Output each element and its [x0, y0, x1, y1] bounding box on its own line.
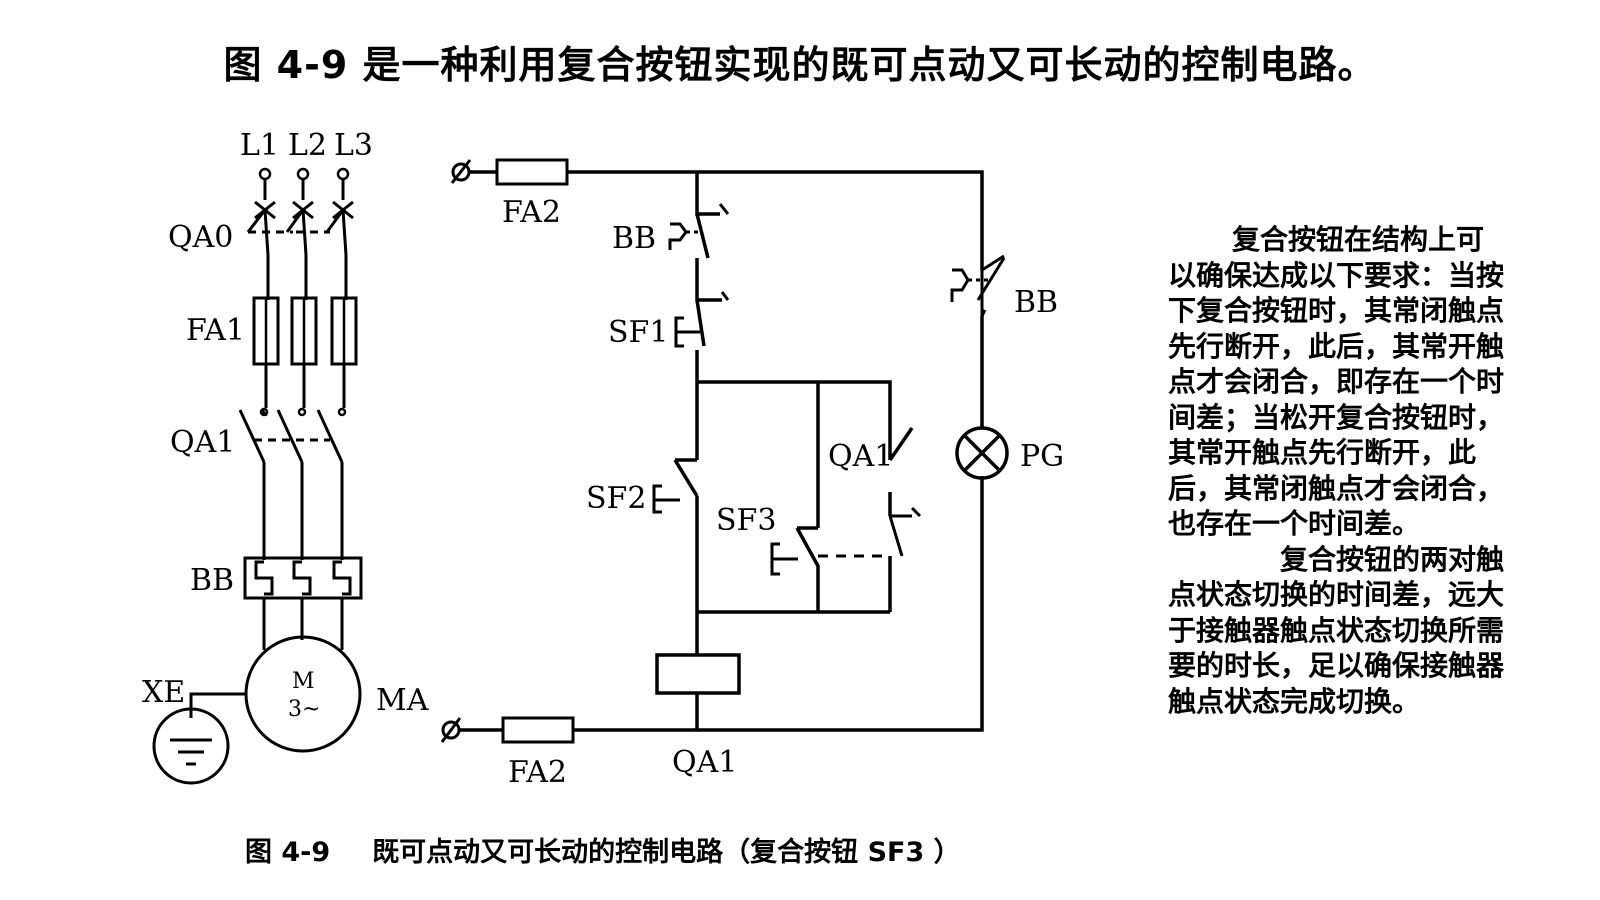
description-text: 复合按钮在结构上可以确保达成以下要求：当按下复合按钮时，其常闭触点先行断开，此后… [1168, 222, 1508, 719]
label-pg: PG [1020, 439, 1064, 474]
contactor-qa1-main [238, 407, 347, 560]
label-ma: MA [376, 683, 429, 718]
label-fa2-bottom: FA2 [508, 755, 567, 790]
label-fa2-top: FA2 [502, 195, 561, 230]
fuse-fa2-bottom [501, 716, 575, 744]
terminal-l3 [336, 167, 350, 181]
breaker-qa0 [246, 200, 354, 300]
label-fa1: FA1 [186, 313, 245, 348]
label-qa0: QA0 [168, 220, 233, 255]
thermal-relay-bb [243, 556, 363, 650]
description-paragraph-1: 复合按钮在结构上可以确保达成以下要求：当按下复合按钮时，其常闭触点先行断开，此后… [1168, 223, 1505, 540]
label-l1: L1 [240, 128, 279, 163]
sf2-symbol [652, 484, 680, 514]
sf3-symbol [770, 542, 798, 576]
page-title: 图 4-9 是一种利用复合按钮实现的既可点动又可长动的控制电路。 [223, 43, 1377, 87]
label-qa1-coil: QA1 [672, 745, 737, 780]
label-bb-right: BB [1014, 285, 1058, 320]
caption-text: 既可点动又可长动的控制电路（复合按钮 SF3 ） [372, 837, 961, 868]
fuse-fa2-top [495, 158, 569, 186]
terminal-l2 [296, 167, 310, 181]
lamp-pg [955, 426, 1009, 480]
terminal-l1 [258, 167, 272, 181]
figure-caption: 图 4-9 既可点动又可长动的控制电路（复合按钮 SF3 ） [245, 830, 961, 869]
bb-ctrl-symbol [668, 222, 688, 250]
caption-label: 图 4-9 [245, 837, 331, 868]
motor-m-label: M [292, 669, 315, 694]
motor-phase-label: 3~ [288, 697, 320, 722]
bb-right-symbol [950, 268, 970, 302]
label-qa1-contact: QA1 [828, 439, 893, 474]
label-bb-ctrl: BB [612, 221, 656, 256]
label-l3: L3 [334, 128, 373, 163]
label-xe: XE [142, 675, 185, 710]
label-sf2: SF2 [586, 481, 646, 516]
label-l2: L2 [288, 128, 327, 163]
sf1-symbol [674, 316, 700, 348]
motor-ma: M 3~ [244, 635, 362, 753]
terminal-bottom [440, 717, 462, 743]
ground-xe [152, 692, 246, 785]
description-paragraph-2: 复合按钮的两对触点状态切换的时间差，远大于接触器触点状态切换所需要的时长，足以确… [1168, 542, 1505, 718]
label-sf3: SF3 [716, 503, 776, 538]
label-sf1: SF1 [608, 315, 668, 350]
main-circuit: L1 L2 L3 QA0 FA1 [142, 128, 429, 785]
fuse-fa1 [252, 296, 358, 408]
coil-qa1 [655, 653, 741, 695]
control-circuit: FA2 BB SF1 QA1 SF2 SF3 QA1 [440, 158, 1064, 790]
label-bb-main: BB [190, 563, 234, 598]
label-qa1-main: QA1 [170, 425, 235, 460]
